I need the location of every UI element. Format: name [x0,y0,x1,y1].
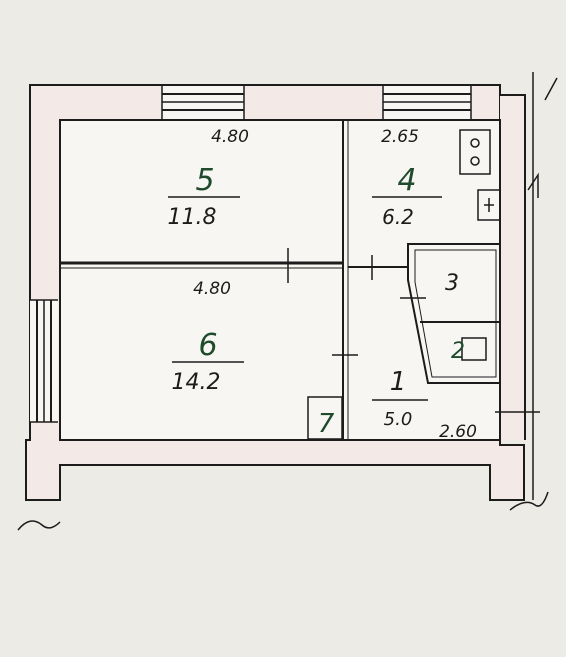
right-wall [500,95,525,440]
room-5-number: 5 [195,163,214,198]
closet-7-outline [307,396,343,440]
room-5-width: 4.80 [211,127,249,147]
room-4-number: 4 [397,163,416,198]
room-6-width: 4.80 [193,279,231,299]
room-1-area: 5.0 [384,409,413,430]
room-6-number: 6 [198,328,217,363]
stove-icon [459,129,491,175]
room-2-number: 2 [451,339,465,364]
interior-floor [60,120,500,440]
room-4-width: 2.65 [381,127,419,147]
bathroom-outline [407,243,501,384]
break-mark-right [527,172,539,198]
break-mark-bottom-left [17,520,61,531]
exterior-wall-outline [25,84,525,501]
right-wall-outline [500,94,526,440]
room-5-area: 11.8 [168,205,217,230]
bathroom-inner [414,249,497,378]
window-room-4 [382,86,472,119]
room-7-number: 7 [318,409,335,439]
window-room-5 [161,86,245,119]
room-1-number: 1 [390,367,407,397]
room-4-area: 6.2 [382,205,414,229]
window-room-6 [30,299,58,423]
room-3-number: 3 [445,271,459,296]
break-mark-bottom-right [509,491,549,511]
sink-icon [477,189,501,221]
room-6-area: 14.2 [172,370,221,395]
room-1-width: 2.60 [439,422,477,442]
break-mark-top-right [544,77,558,101]
toilet-fixture [461,337,487,361]
